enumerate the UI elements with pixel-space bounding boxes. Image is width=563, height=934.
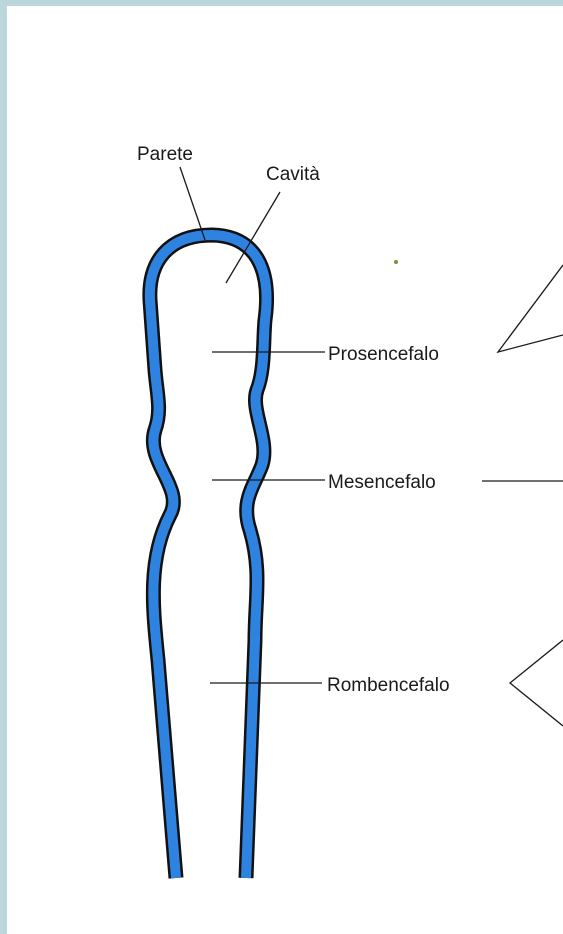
hindbrain-bracket <box>510 640 563 726</box>
wall-leader-line <box>180 167 205 240</box>
frame-left-strip <box>0 0 7 934</box>
label-midbrain: Mesencefalo <box>328 472 436 493</box>
label-hindbrain: Rombencefalo <box>327 675 450 696</box>
label-wall: Parete <box>137 144 193 165</box>
forebrain-bracket <box>498 265 563 352</box>
stray-dot <box>394 260 398 264</box>
label-forebrain: Prosencefalo <box>328 344 439 365</box>
label-cavity: Cavità <box>266 164 320 185</box>
frame-top-strip <box>0 0 563 6</box>
